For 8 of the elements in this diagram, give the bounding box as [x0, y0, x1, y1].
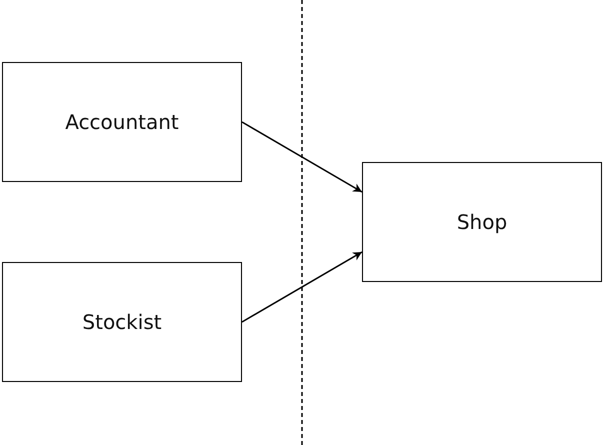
box-label: Stockist: [82, 310, 162, 334]
process-box: [2, 262, 242, 382]
arrow: [242, 251, 362, 323]
process-box: [362, 162, 602, 282]
box-label: Accountant: [65, 110, 179, 134]
box-label: Shop: [456, 210, 508, 234]
arrow: [242, 121, 362, 193]
process-box: [2, 62, 242, 182]
